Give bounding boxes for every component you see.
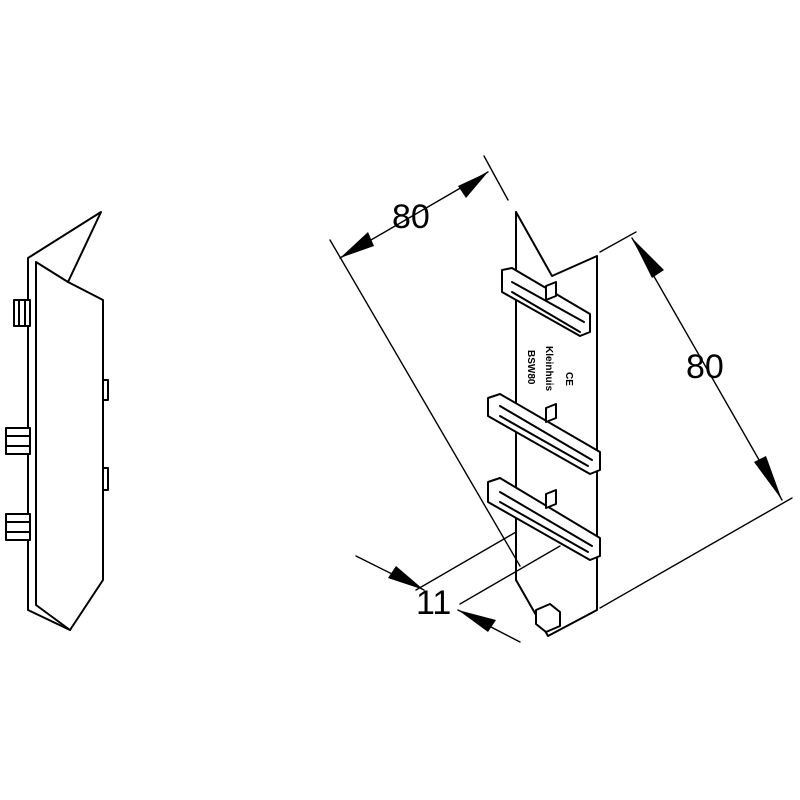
clip-top (501, 267, 591, 337)
brand-marking: Kleinhuis (543, 346, 554, 391)
isometric-view: BSW80 Kleinhuis CE (487, 211, 601, 637)
side-view (5, 211, 109, 631)
ce-marking: CE (563, 372, 574, 386)
width-label: 80 (392, 198, 430, 236)
side-view-clips (5, 299, 31, 541)
dimension-thickness: 11 (355, 531, 561, 643)
plate-markings: BSW80 Kleinhuis CE (525, 346, 574, 391)
model-marking: BSW80 (525, 350, 536, 385)
dimension-height: 80 (599, 231, 793, 609)
clip-middle (487, 393, 601, 475)
side-view-plate (27, 211, 104, 631)
dimension-width: 80 (329, 155, 521, 567)
height-label: 80 (686, 348, 724, 386)
thickness-label: 11 (416, 584, 451, 622)
side-view-edge (35, 261, 71, 631)
side-view-pins (102, 379, 109, 491)
clip-bottom (487, 477, 601, 561)
plate-foot (535, 603, 561, 633)
